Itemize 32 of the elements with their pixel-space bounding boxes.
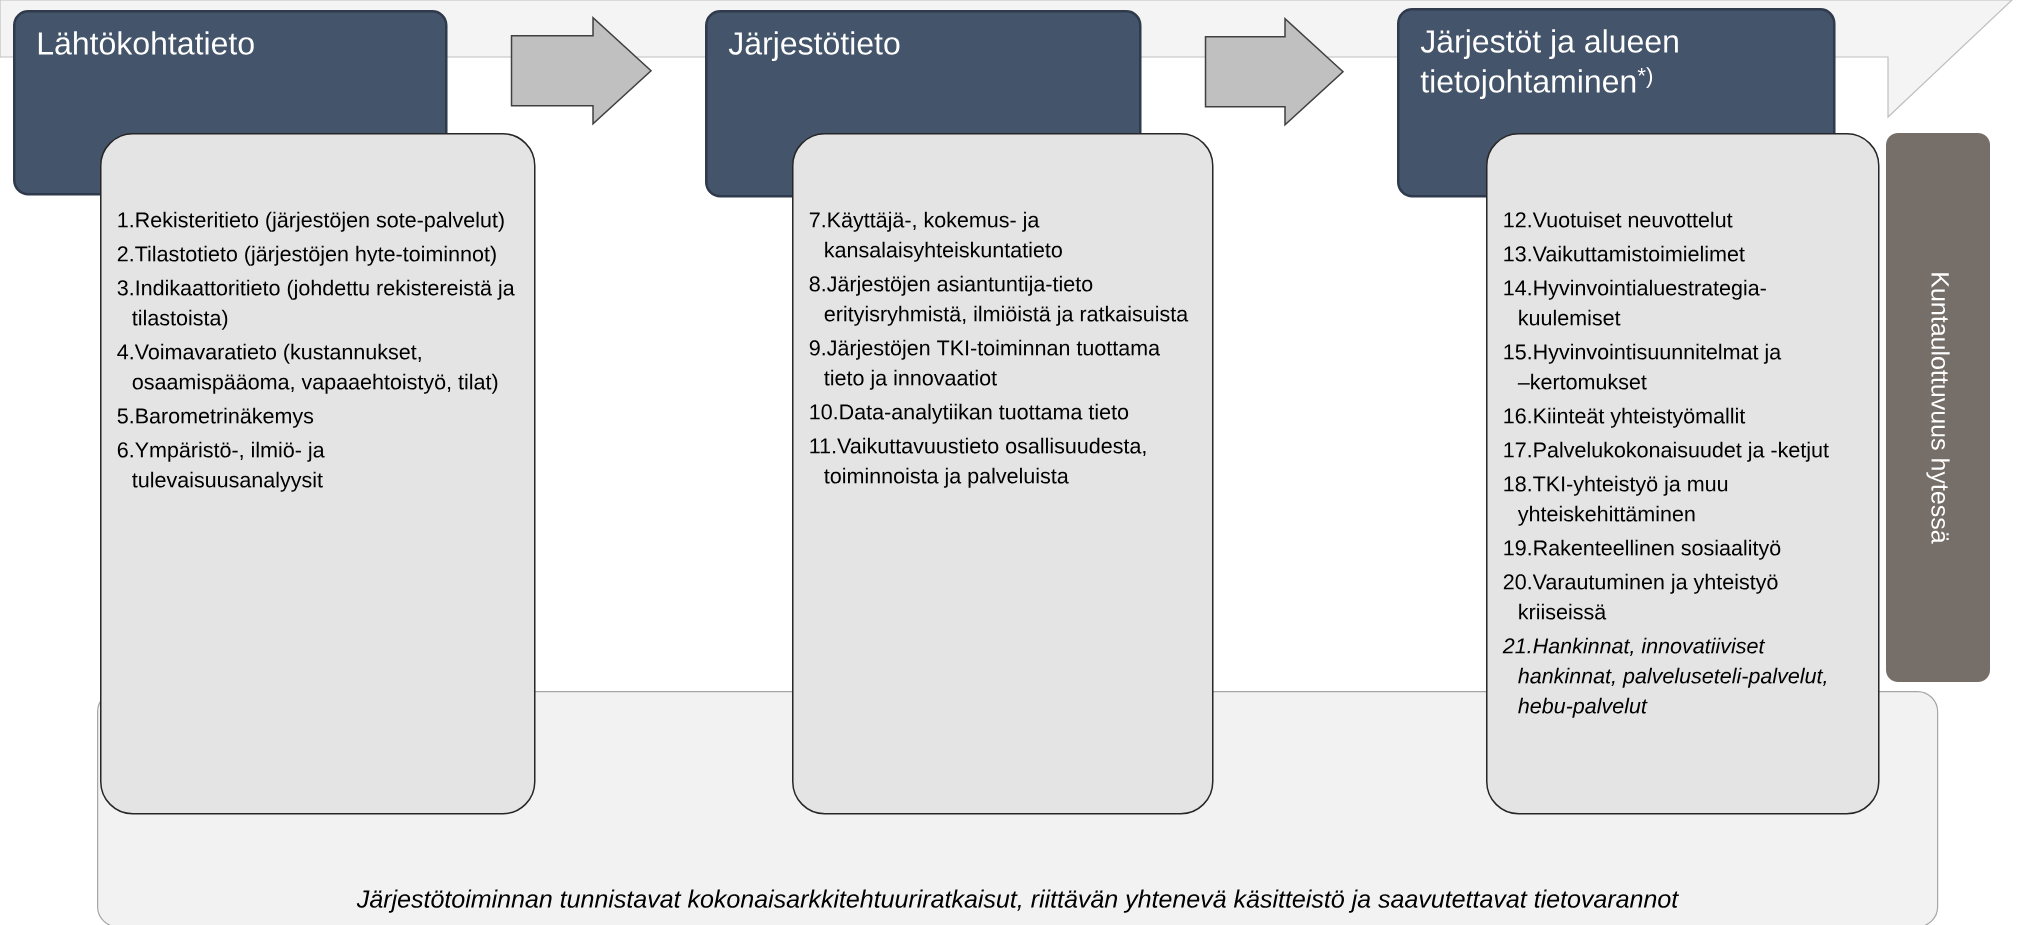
- list-item: 8.Järjestöjen asiantuntija-tieto erityisryhmistä, ilmiöistä ja ratkaisuista: [809, 275, 1189, 326]
- list-box: [1486, 133, 1880, 815]
- header-title: Järjestöt ja alueen tietojohtaminen$^{*)}$: [1420, 29, 1678, 100]
- list-item: 1.Rekisteritieto (järjestöjen sote-palvelut): [118, 211, 504, 232]
- list-item: 3.Indikaattoritieto (johdettu rekistereistä ja tilastoista): [117, 279, 515, 330]
- list-item: 17.Palvelukokonaisuudet ja -ketjut: [1504, 441, 1829, 462]
- list-item: 14.Hyvinvointialuestrategia-kuulemiset: [1504, 279, 1766, 326]
- footer-text: Järjestötoiminnan tunnistavat kokonaisarkkitehtuuriratkaisut, riittävän yhtenevä käsitteistö ja saavutettavat tietovarannot: [356, 889, 1680, 913]
- list-item: 10.Data-analytiikan tuottama tieto: [810, 403, 1129, 424]
- list-item: 19.Rakenteellinen sosiaalityö: [1504, 539, 1781, 560]
- side-bar: [1886, 133, 1990, 682]
- block-arrow: [1204, 17, 1345, 127]
- list-box: [792, 133, 1214, 815]
- list-item: 11.Vaikuttavuustieto osallisuudesta, toiminnoista ja palveluista: [810, 437, 1146, 488]
- list-item: 9.Järjestöjen TKI-toiminnan tuottama tieto ja innovaatiot: [809, 339, 1161, 390]
- list-item: 6.Ympäristö-, ilmiö- ja tulevaisuusanalyysit: [117, 441, 325, 492]
- side-bar-label: Kuntaulottuvuus hytessä: [1926, 273, 1950, 544]
- list-item: 12.Vuotuiset neuvottelut: [1504, 211, 1733, 228]
- list-item: 5.Barometrinäkemys: [117, 407, 314, 428]
- block-arrow: [510, 16, 653, 126]
- header-title: Lähtökohtatieto: [38, 31, 254, 55]
- list-item: 7.Käyttäjä-, kokemus- ja kansalaisyhteiskuntatieto: [809, 211, 1062, 262]
- list-box: [100, 133, 536, 815]
- list-item: 15.Hyvinvointisuunnitelmat ja –kertomukset: [1504, 343, 1782, 390]
- list-item: 21.Hankinnat, innovatiiviset hankinnat, palveluseteli-palvelut, hebu-palvelut: [1502, 637, 1826, 718]
- list-item: 13.Vaikuttamistoimielimet: [1504, 245, 1745, 262]
- list-item: 4.Voimavaratieto (kustannukset, osaamispääoma, vapaaehtoistyö, tilat): [117, 343, 498, 394]
- header-title: Järjestötieto: [728, 31, 900, 62]
- list-item: 2.Tilastotieto (järjestöjen hyte-toiminnot): [117, 245, 496, 266]
- list-item: 20.Varautuminen ja yhteistyö kriiseissä: [1503, 573, 1778, 620]
- list-item: 16.Kiinteät yhteistyömallit: [1504, 407, 1746, 428]
- list-item: 18.TKI-yhteistyö ja muu yhteiskehittäminen: [1504, 475, 1728, 526]
